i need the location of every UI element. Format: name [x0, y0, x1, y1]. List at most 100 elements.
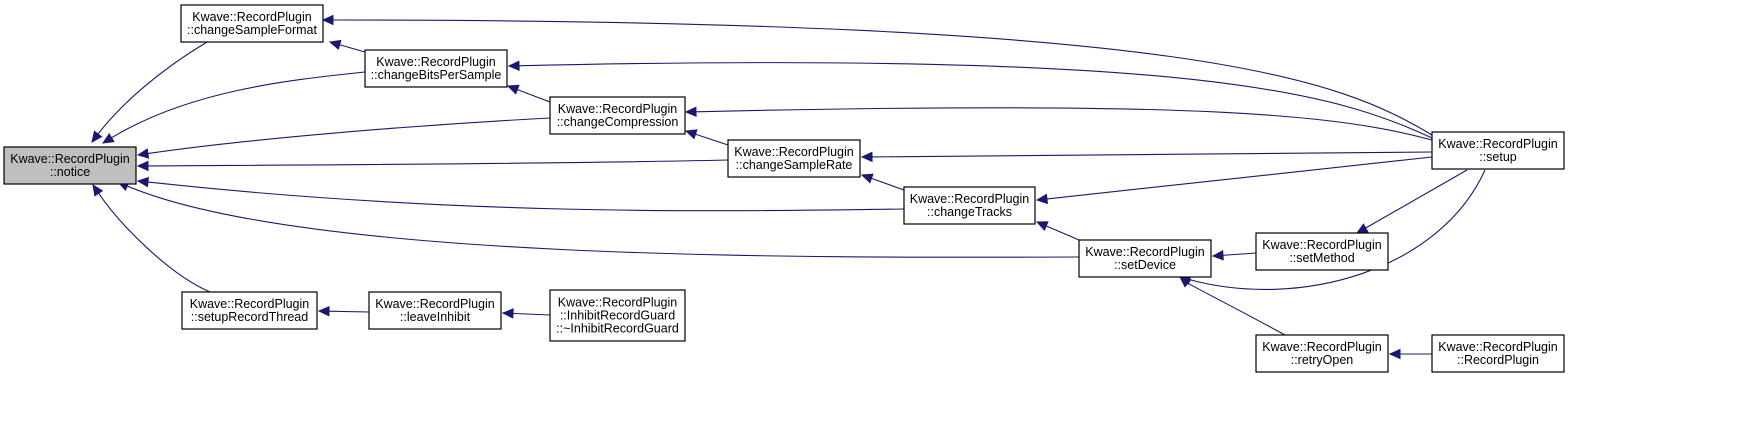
node-method-label: ::setupRecordThread: [191, 310, 308, 324]
edge-arrowhead: [860, 173, 874, 184]
edge-line: [146, 159, 729, 167]
edge-line: [870, 177, 905, 191]
edge-line: [97, 192, 211, 293]
node-class-label: Kwave::RecordPlugin: [376, 55, 496, 69]
node-class-label: Kwave::RecordPlugin: [190, 297, 310, 311]
node-box[interactable]: [727, 139, 861, 178]
edge-arrowhead: [1355, 223, 1369, 234]
edge-line: [126, 185, 1080, 258]
node-box[interactable]: [364, 49, 508, 88]
edge-arrowhead: [684, 106, 697, 118]
node-retryOpen[interactable]: Kwave::RecordPlugin::retryOpen: [1255, 334, 1389, 373]
edges-layer: [91, 14, 1486, 360]
node-class-label: Kwave::RecordPlugin: [910, 192, 1030, 206]
edge-arrowhead: [1179, 276, 1192, 288]
edge-arrowhead: [507, 60, 520, 72]
node-box[interactable]: [368, 291, 502, 330]
edge-line: [516, 88, 551, 103]
node-leaveInhibit[interactable]: Kwave::RecordPlugin::leaveInhibit: [368, 291, 502, 330]
edge-setup-to-setMethod: [1355, 169, 1468, 234]
node-method-label: ::changeSampleRate: [736, 158, 853, 172]
edge-setup-to-changeTracks: [1035, 156, 1433, 205]
edge-arrowhead: [501, 308, 514, 319]
node-setupRecordThread[interactable]: Kwave::RecordPlugin::setupRecordThread: [181, 291, 318, 330]
node-class-label: Kwave::RecordPlugin: [558, 102, 678, 116]
edge-line: [96, 41, 208, 136]
node-box[interactable]: [903, 186, 1036, 225]
node-method-label: ::setMethod: [1289, 251, 1354, 265]
edge-arrowhead: [1388, 348, 1401, 360]
node-class-label: Kwave::RecordPlugin: [1085, 245, 1205, 259]
node-method-label: ::leaveInhibit: [400, 310, 471, 324]
edge-arrowhead: [321, 14, 334, 26]
node-class-label: Kwave::RecordPlugin: [1438, 340, 1558, 354]
edge-setMethod-to-setDevice: [1211, 250, 1257, 261]
edge-arrowhead: [136, 148, 150, 159]
node-box[interactable]: [1255, 232, 1389, 271]
edge-changeTracks-to-changeSampleRate: [860, 173, 905, 191]
node-box[interactable]: [1431, 131, 1565, 170]
edge-line: [1221, 252, 1257, 256]
node-class-label: Kwave::RecordPlugin: [375, 297, 495, 311]
edge-line: [694, 107, 1433, 141]
edge-setup-to-changeSampleRate: [860, 151, 1433, 163]
edge-arrowhead: [91, 130, 103, 143]
edge-arrowhead: [92, 183, 104, 197]
edge-line: [338, 43, 366, 53]
nodes-layer: Kwave::RecordPlugin::noticeKwave::Record…: [3, 4, 1565, 373]
edge-changeSampleRate-to-notice: [136, 159, 729, 172]
edge-arrowhead: [506, 84, 520, 95]
edge-retryOpen-to-setDevice: [1179, 276, 1286, 336]
edge-setupRecordThread-to-notice: [92, 183, 211, 293]
edge-arrowhead: [860, 151, 873, 163]
edge-arrowhead: [136, 160, 149, 172]
edge-line: [1045, 156, 1433, 200]
node-box[interactable]: [3, 146, 137, 185]
node-changeSampleFormat[interactable]: Kwave::RecordPlugin::changeSampleFormat: [180, 4, 324, 43]
node-setup[interactable]: Kwave::RecordPlugin::setup: [1431, 131, 1565, 170]
node-box[interactable]: [549, 96, 686, 135]
node-changeSampleRate[interactable]: Kwave::RecordPlugin::changeSampleRate: [727, 139, 861, 178]
node-box[interactable]: [1255, 334, 1389, 373]
edge-changeSampleFormat-to-notice: [91, 41, 208, 143]
node-method-label: ::changeCompression: [557, 115, 679, 129]
edge-arrowhead: [136, 176, 150, 188]
node-changeTracks[interactable]: Kwave::RecordPlugin::changeTracks: [903, 186, 1036, 225]
node-box[interactable]: [549, 289, 686, 342]
edge-changeBitsPerSample-to-changeSampleFormat: [328, 39, 366, 53]
node-changeCompression[interactable]: Kwave::RecordPlugin::changeCompression: [549, 96, 686, 135]
edge-line: [1186, 282, 1286, 336]
node-method-label: ::RecordPlugin: [1457, 353, 1539, 367]
node-method-label: ::~InhibitRecordGuard: [556, 322, 679, 336]
edge-line: [517, 62, 1433, 139]
edge-line: [327, 310, 370, 313]
node-notice[interactable]: Kwave::RecordPlugin::notice: [3, 146, 137, 185]
node-method-label: ::InhibitRecordGuard: [560, 309, 675, 323]
node-setDevice[interactable]: Kwave::RecordPlugin::setDevice: [1078, 239, 1212, 278]
node-RecordPlugin[interactable]: Kwave::RecordPlugin::RecordPlugin: [1431, 334, 1565, 373]
edge-changeCompression-to-changeBitsPerSample: [506, 84, 551, 103]
node-box[interactable]: [180, 4, 324, 43]
node-box[interactable]: [1431, 334, 1565, 373]
node-InhibitRecordGuard[interactable]: Kwave::RecordPlugin::InhibitRecordGuard:…: [549, 289, 686, 342]
edge-line: [1188, 169, 1486, 290]
edge-line: [331, 19, 1433, 136]
node-box[interactable]: [181, 291, 318, 330]
node-class-label: Kwave::RecordPlugin: [192, 10, 312, 24]
edge-line: [1045, 225, 1080, 241]
node-method-label: ::changeTracks: [927, 205, 1012, 219]
edge-setDevice-to-changeTracks: [1035, 221, 1080, 241]
node-class-label: Kwave::RecordPlugin: [1262, 340, 1382, 354]
node-method-label: ::setup: [1479, 150, 1517, 164]
edge-arrowhead: [328, 39, 342, 50]
edge-line: [1364, 169, 1468, 230]
edge-line: [110, 71, 366, 139]
node-setMethod[interactable]: Kwave::RecordPlugin::setMethod: [1255, 232, 1389, 271]
edge-changeSampleRate-to-changeCompression: [684, 129, 729, 146]
node-box[interactable]: [1078, 239, 1212, 278]
edge-RecordPlugin-to-retryOpen: [1388, 348, 1432, 360]
edge-setup-to-changeCompression: [684, 106, 1433, 141]
node-class-label: Kwave::RecordPlugin: [1438, 137, 1558, 151]
node-changeBitsPerSample[interactable]: Kwave::RecordPlugin::changeBitsPerSample: [364, 49, 508, 88]
edge-setup-to-changeBitsPerSample: [507, 60, 1433, 139]
